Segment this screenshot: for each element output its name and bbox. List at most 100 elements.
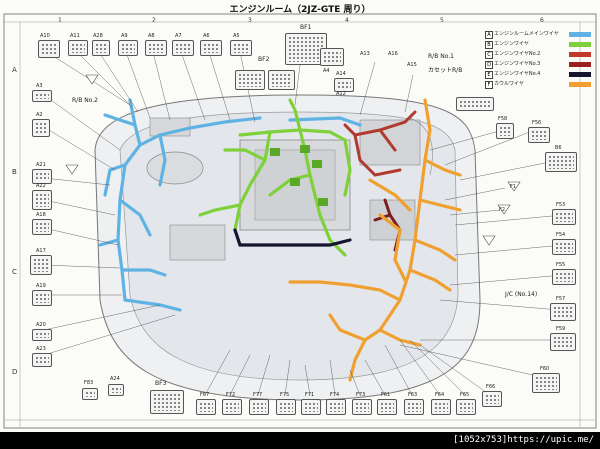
connector-f57[interactable] (550, 303, 576, 321)
connector-a10[interactable] (38, 40, 60, 58)
bf3-label: BF3 (155, 380, 167, 387)
connector-label: A23 (36, 346, 46, 352)
row-letter: C (12, 268, 17, 276)
connector-a2[interactable] (32, 119, 50, 137)
connector-a3[interactable] (32, 90, 52, 102)
connector-label: F57 (556, 296, 566, 302)
connector-label: B6 (555, 145, 562, 151)
connector-label: F77 (253, 392, 263, 398)
connector-label: F75 (280, 392, 290, 398)
connector-f53[interactable] (552, 209, 576, 225)
row-letter: B (12, 168, 17, 176)
legend-text: エンジンワイヤNo.2 (494, 51, 541, 57)
legend-swatch (569, 72, 591, 77)
connector-a8[interactable] (145, 40, 167, 56)
connector-label: A19 (36, 283, 46, 289)
connector-label: F2 (499, 207, 506, 213)
column-number: 6 (540, 17, 544, 24)
legend-swatch (569, 82, 591, 87)
connector-label: F83 (84, 380, 94, 386)
connector-a18[interactable] (32, 219, 52, 235)
connector-f71[interactable] (301, 399, 321, 415)
row-letter: A (12, 66, 17, 74)
connector-label: A8 (148, 33, 155, 39)
connector-label: A2 (36, 112, 43, 118)
connector-a7[interactable] (172, 40, 194, 56)
legend-row: B エンジンワイヤ (485, 40, 593, 50)
connector-label: A17 (36, 248, 46, 254)
legend-text: エンジンワイヤNo.3 (494, 61, 541, 67)
legend-text: エンジンルームメインワイヤ (494, 31, 559, 37)
diagram-page: エンジンルーム（2JZ-GTE 周り） 1 2 3 4 5 6 A B C D (0, 0, 600, 432)
connector-bf3[interactable] (150, 390, 184, 414)
connector-f65[interactable] (456, 399, 476, 415)
connector-a23[interactable] (32, 353, 52, 367)
connector-f64[interactable] (431, 399, 451, 415)
connector-label: F59 (556, 326, 566, 332)
connector-a19[interactable] (32, 290, 52, 306)
connector-label: A3 (36, 83, 43, 89)
connector-f63[interactable] (404, 399, 424, 415)
connector-label: A12 (336, 91, 346, 97)
connector-a17[interactable] (30, 255, 52, 275)
connector-label: F60 (540, 366, 550, 372)
legend-letter: B (485, 41, 493, 49)
connector-a4[interactable] (320, 48, 344, 66)
connector-bf1[interactable] (285, 33, 327, 65)
connector-a12[interactable] (334, 78, 354, 92)
connector-bf2-a[interactable] (235, 70, 265, 90)
column-number: 3 (248, 17, 252, 24)
connector-f74[interactable] (326, 399, 346, 415)
connector-label: A7 (175, 33, 182, 39)
connector-b6[interactable] (545, 152, 577, 172)
connector-rb-long[interactable] (456, 97, 494, 111)
connector-label: F67 (200, 392, 210, 398)
connector-a11[interactable] (68, 40, 88, 56)
connector-a21[interactable] (32, 169, 52, 184)
connector-f66[interactable] (482, 391, 502, 407)
bf2-label: BF2 (258, 56, 270, 63)
connector-f60[interactable] (532, 373, 560, 393)
connector-label: F71 (305, 392, 315, 398)
connector-a24[interactable] (108, 384, 124, 396)
connector-f77[interactable] (249, 399, 269, 415)
connector-f61[interactable] (377, 399, 397, 415)
connector-f55[interactable] (552, 269, 576, 285)
legend-row: F カウルワイヤ (485, 80, 593, 90)
connector-f54[interactable] (552, 239, 576, 255)
connector-label: A20 (36, 322, 46, 328)
rb2-label: R/B No.2 (72, 97, 98, 104)
legend-swatch (569, 32, 591, 37)
image-host-footer: [1052x753]https://upic.me/ (0, 432, 600, 449)
connector-a28[interactable] (92, 40, 110, 56)
connector-a6[interactable] (200, 40, 222, 56)
column-number: 1 (58, 17, 62, 24)
connector-label: A5 (233, 33, 240, 39)
legend-row: C エンジンワイヤNo.2 (485, 50, 593, 60)
connector-f83[interactable] (82, 388, 98, 400)
connector-label: F61 (381, 392, 391, 398)
connector-f75[interactable] (276, 399, 296, 415)
connector-f59[interactable] (550, 333, 576, 351)
connector-label: F58 (498, 116, 508, 122)
connector-f72[interactable] (222, 399, 242, 415)
connector-bf2-b[interactable] (268, 70, 295, 90)
footer-text[interactable]: [1052x753]https://upic.me/ (453, 435, 594, 445)
connector-f56[interactable] (528, 127, 550, 143)
connector-label: A9 (121, 33, 128, 39)
connector-label: F74 (330, 392, 340, 398)
connector-label: F1 (510, 184, 517, 190)
connector-a5[interactable] (230, 40, 252, 56)
connector-a20[interactable] (32, 329, 52, 341)
connector-f73[interactable] (352, 399, 372, 415)
connector-a22[interactable] (32, 190, 52, 210)
legend-text: エンジンワイヤ (494, 41, 529, 47)
legend-letter: A (485, 31, 493, 39)
connector-f58[interactable] (496, 123, 514, 139)
connector-label: A6 (203, 33, 210, 39)
connector-a9[interactable] (118, 40, 138, 56)
connector-label: A11 (70, 33, 80, 39)
jc-label: J/C (No.14) (505, 291, 538, 298)
connector-f67[interactable] (196, 399, 216, 415)
legend-text: エンジンワイヤNo.4 (494, 71, 541, 77)
